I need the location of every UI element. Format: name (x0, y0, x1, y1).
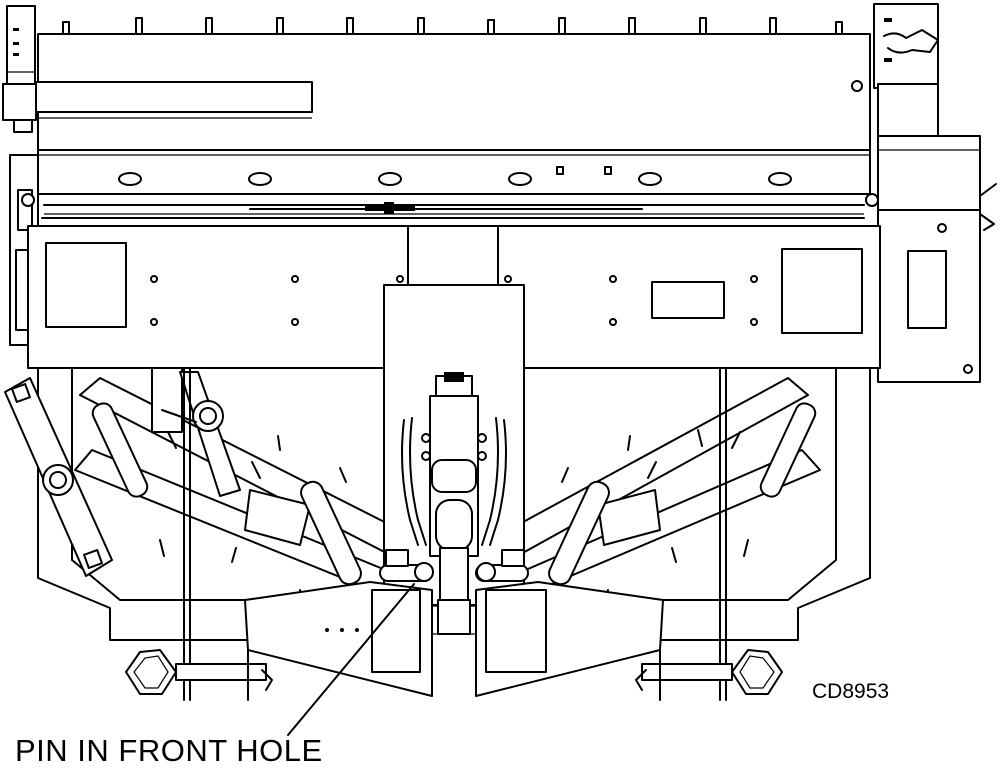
bottom-pin-left (126, 650, 272, 700)
bottom-pin-right (636, 650, 782, 700)
hopper-top (36, 34, 870, 194)
callout-leader (288, 584, 414, 735)
left-adjust-lever (5, 368, 240, 576)
metering-rail (38, 194, 870, 218)
right-end-bracket (22, 4, 996, 382)
center-hitch (380, 285, 528, 612)
right-tine-arm (490, 378, 820, 606)
figure-reference-code: CD8953 (812, 680, 890, 703)
callout-label: PIN IN FRONT HOLE (15, 733, 323, 768)
top-studs (63, 18, 842, 34)
tie-rods (184, 368, 726, 700)
lower-wing-plates (245, 582, 663, 696)
left-tine-arm (75, 378, 420, 606)
feed-plate-holes (119, 167, 791, 185)
